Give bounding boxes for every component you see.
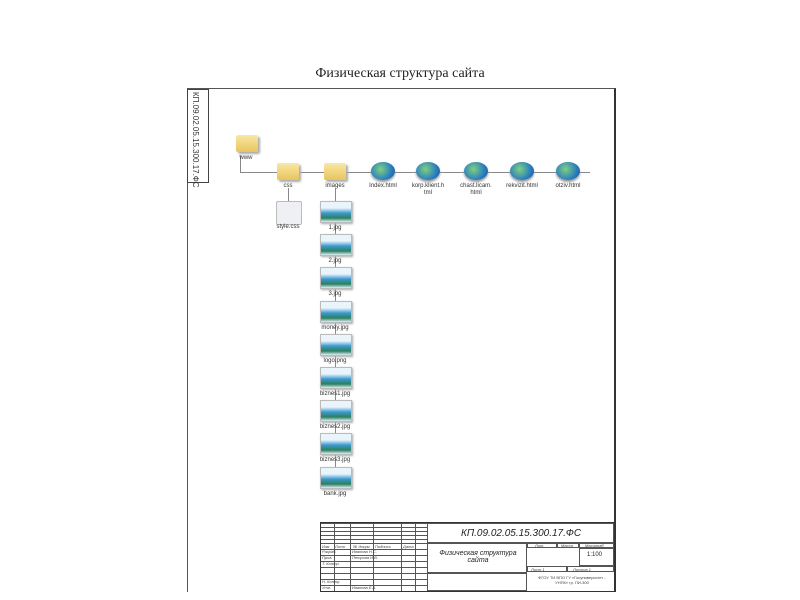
html-file-icon bbox=[556, 162, 580, 180]
grid-line bbox=[334, 523, 335, 591]
image-file-icon bbox=[320, 466, 352, 489]
image-file-label: 1.jpg bbox=[328, 225, 342, 231]
image-file-label: bank.jpg bbox=[323, 490, 347, 497]
tree-connector bbox=[240, 172, 280, 173]
image-file-label: biznes2.jpg bbox=[319, 424, 351, 431]
scale-value: 1:100 bbox=[587, 552, 603, 558]
drawing-frame bbox=[187, 88, 616, 592]
image-file-icon bbox=[320, 267, 352, 290]
grid-line bbox=[415, 523, 416, 591]
html-file-label: Index.html bbox=[369, 183, 397, 189]
scale-label: Масштаб bbox=[585, 543, 604, 548]
grid-line bbox=[321, 531, 427, 532]
image-file-label: biznes1.jpg bbox=[319, 391, 351, 397]
lit-label: Лит. bbox=[535, 543, 545, 548]
html-file-icon bbox=[416, 162, 440, 180]
grid-line bbox=[321, 549, 427, 550]
tree-connector bbox=[300, 172, 590, 173]
person-name: Петрова И.В. bbox=[352, 555, 378, 560]
html-file-label: rekvizit.html bbox=[506, 183, 538, 189]
side-stamp: КП.09.02.05.15.300.17.ФС bbox=[187, 89, 209, 188]
role-label: Пров. bbox=[322, 555, 333, 560]
grid-line bbox=[321, 523, 427, 524]
css-file-icon bbox=[276, 201, 302, 225]
person-name: Иванова Е.А. bbox=[352, 585, 377, 590]
column-header: Дата bbox=[403, 544, 414, 549]
folder-icon bbox=[277, 163, 299, 180]
grid-line bbox=[321, 561, 427, 562]
image-file-label: 2.jpg bbox=[328, 258, 342, 265]
grid-line bbox=[321, 567, 427, 568]
image-file-icon bbox=[320, 367, 352, 389]
html-file-label: otziv.html bbox=[555, 183, 581, 189]
image-file-label: money.jpg bbox=[321, 324, 349, 331]
html-file-label: chast.licam.html bbox=[460, 183, 492, 196]
image-file-label: biznes3.jpg bbox=[319, 457, 351, 464]
image-file-icon bbox=[320, 234, 352, 257]
grid-line bbox=[321, 539, 427, 540]
org-label: ФГОУ ТИ ВПО ГУ «Госуниверситет - УНПК» г… bbox=[538, 575, 606, 585]
grid-line bbox=[321, 555, 427, 556]
image-file-icon bbox=[320, 333, 352, 356]
folder-icon bbox=[236, 135, 258, 152]
grid-line bbox=[321, 527, 427, 528]
grid-line bbox=[401, 523, 402, 591]
role-label: Разраб. bbox=[322, 549, 337, 554]
column-header: Подпись bbox=[375, 544, 391, 549]
grid-line bbox=[321, 585, 427, 586]
css-file-label: style.css bbox=[276, 224, 300, 230]
person-name: Иванова Н.С. bbox=[352, 549, 377, 554]
grid-line bbox=[373, 523, 374, 591]
html-file-icon bbox=[464, 162, 488, 180]
folder-label: www bbox=[239, 155, 253, 161]
tree-connector bbox=[240, 155, 241, 172]
column-header: Изм bbox=[322, 544, 330, 549]
html-file-label: korp.klient.html bbox=[411, 183, 445, 196]
column-header: № докум. bbox=[353, 544, 371, 549]
sheets-label: Листов 1 bbox=[573, 567, 591, 572]
image-file-icon bbox=[320, 300, 352, 323]
grid-line bbox=[321, 579, 427, 580]
column-header: Лист bbox=[335, 544, 346, 549]
folder-icon bbox=[324, 163, 346, 180]
mass-label: Масса bbox=[561, 543, 573, 548]
folder-label: images bbox=[325, 183, 345, 189]
grid-line bbox=[321, 573, 427, 574]
image-file-icon bbox=[320, 400, 352, 423]
grid-line bbox=[350, 523, 351, 591]
image-file-icon bbox=[320, 201, 352, 223]
title-block-code: КП.09.02.05.15.300.17.ФС bbox=[461, 528, 582, 539]
image-file-label: logo.png bbox=[323, 357, 347, 364]
html-file-icon bbox=[371, 162, 395, 180]
sheet-label: Лист 1 bbox=[531, 567, 545, 572]
tree-connector bbox=[288, 188, 289, 202]
grid-line bbox=[321, 543, 427, 544]
role-label: Т. Контр. bbox=[322, 561, 340, 566]
role-label: Н. Контр. bbox=[322, 579, 341, 584]
folder-label: css bbox=[283, 183, 293, 189]
title-block-name: Физическая структура сайта bbox=[439, 550, 517, 564]
image-file-label: 3.jpg bbox=[328, 291, 342, 298]
html-file-icon bbox=[510, 162, 534, 180]
grid-line bbox=[321, 535, 427, 536]
title-block: КП.09.02.05.15.300.17.ФС Физическая стру… bbox=[320, 522, 615, 592]
page-title: Физическая структура сайта bbox=[315, 66, 485, 81]
side-stamp-text: КП.09.02.05.15.300.17.ФС bbox=[191, 92, 200, 188]
image-file-icon bbox=[320, 433, 352, 456]
role-label: Утв. bbox=[322, 585, 332, 590]
